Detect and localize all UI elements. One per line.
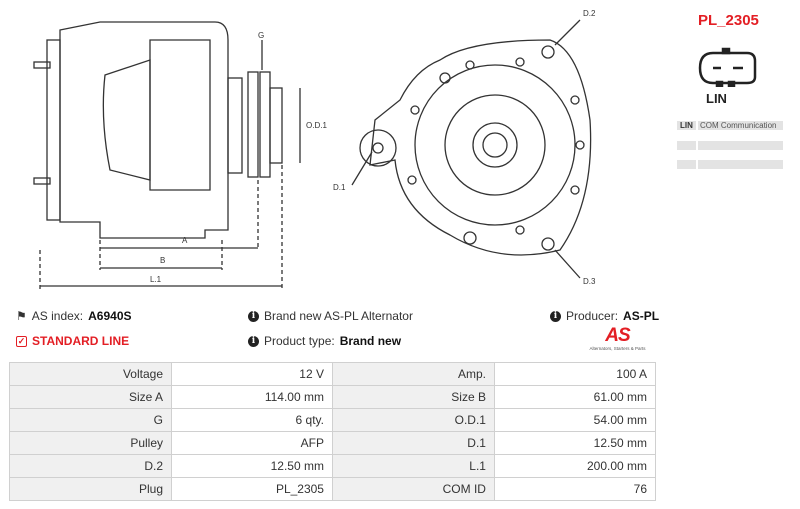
spec-label: D.1 bbox=[331, 431, 495, 455]
producer-label: Producer: bbox=[566, 309, 619, 323]
spec-value: 76 bbox=[493, 477, 657, 501]
connector-type: LIN bbox=[706, 91, 727, 106]
side-view: A B L.1 G O.D.1 bbox=[33, 21, 327, 290]
front-view: D.2 D.3 D.1 bbox=[333, 9, 596, 286]
spec-label: G bbox=[9, 408, 172, 432]
spec-value: 12.50 mm bbox=[171, 454, 333, 478]
pin-function bbox=[698, 141, 783, 150]
pin-function bbox=[698, 160, 783, 169]
pin-name: LIN bbox=[677, 121, 696, 130]
producer-value: AS-PL bbox=[623, 309, 660, 323]
spec-value: 114.00 mm bbox=[171, 385, 333, 409]
producer: i Producer: AS-PL bbox=[550, 309, 659, 323]
tags-icon: ⚑ bbox=[16, 309, 27, 323]
label-b: B bbox=[160, 256, 165, 265]
as-index-label: AS index: bbox=[31, 309, 84, 323]
spec-label: Size A bbox=[9, 385, 172, 409]
label-g: G bbox=[258, 31, 264, 40]
spec-label: D.2 bbox=[9, 454, 172, 478]
label-d2: D.2 bbox=[583, 9, 596, 18]
spec-value: 12 V bbox=[171, 362, 333, 386]
pin-row bbox=[677, 141, 783, 150]
info-icon: i bbox=[550, 310, 561, 322]
info-icon: i bbox=[248, 310, 259, 322]
spec-label: Pulley bbox=[9, 431, 172, 455]
pin-row bbox=[677, 160, 783, 169]
logo-mark: AS bbox=[605, 325, 630, 346]
pin-function: COM Communication bbox=[698, 121, 783, 130]
spec-value: 61.00 mm bbox=[493, 385, 657, 409]
spec-label: L.1 bbox=[331, 454, 495, 478]
spec-value: PL_2305 bbox=[171, 477, 333, 501]
plug-connector-icon bbox=[698, 47, 757, 87]
spec-value: 12.50 mm bbox=[493, 431, 657, 455]
spec-label: Voltage bbox=[9, 362, 172, 386]
as-index: ⚑ AS index: A6940S bbox=[16, 309, 132, 323]
spec-label: Size B bbox=[331, 385, 495, 409]
label-d1: D.1 bbox=[333, 183, 346, 192]
label-a: A bbox=[182, 236, 188, 245]
label-d3: D.3 bbox=[583, 277, 596, 286]
standard-line: ✓ STANDARD LINE bbox=[16, 334, 129, 348]
as-index-value: A6940S bbox=[88, 309, 132, 323]
description-text: Brand new AS-PL Alternator bbox=[264, 309, 413, 323]
info-icon: i bbox=[248, 335, 259, 347]
spec-value: 54.00 mm bbox=[493, 408, 657, 432]
product-type-label: Product type: bbox=[264, 334, 335, 348]
connector-code: PL_2305 bbox=[698, 12, 759, 29]
as-pl-logo: AS Alternators, Starters & Parts bbox=[585, 325, 650, 352]
spec-label: Plug bbox=[9, 477, 172, 501]
product-type-value: Brand new bbox=[339, 334, 402, 348]
logo-tagline: Alternators, Starters & Parts bbox=[589, 346, 646, 351]
label-l1: L.1 bbox=[150, 275, 162, 284]
spec-value: 200.00 mm bbox=[493, 454, 657, 478]
spec-value: 100 A bbox=[493, 362, 657, 386]
spec-value: AFP bbox=[171, 431, 333, 455]
spec-label: Amp. bbox=[331, 362, 495, 386]
spec-label: COM ID bbox=[331, 477, 495, 501]
product-type: i Product type: Brand new bbox=[248, 334, 401, 348]
checkbox-icon: ✓ bbox=[16, 335, 27, 347]
pin-name bbox=[677, 141, 696, 150]
spec-value: 6 qty. bbox=[171, 408, 333, 432]
spec-label: O.D.1 bbox=[331, 408, 495, 432]
pin-name bbox=[677, 160, 696, 169]
standard-line-label: STANDARD LINE bbox=[32, 334, 130, 348]
description: i Brand new AS-PL Alternator bbox=[248, 309, 413, 323]
alternator-technical-drawing: A B L.1 G O.D.1 D.2 D.3 D.1 bbox=[33, 9, 596, 290]
label-od1: O.D.1 bbox=[306, 121, 327, 130]
